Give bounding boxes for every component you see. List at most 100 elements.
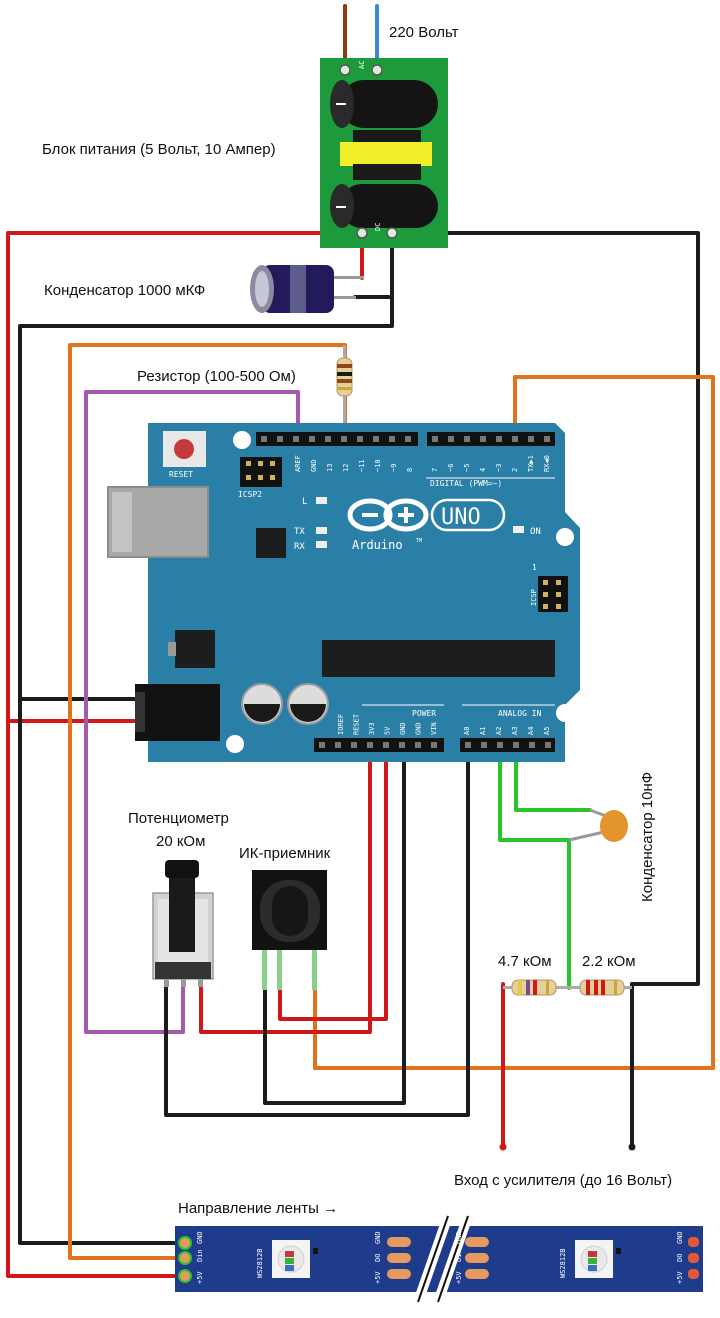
label-r1: 4.7 кОм <box>498 953 552 970</box>
pin-label: RX◀0 <box>543 455 551 472</box>
pin-label: A3 <box>511 727 519 735</box>
strip-pin-label: +5V <box>455 1271 463 1284</box>
pin-label: 2 <box>511 468 519 472</box>
header-pin <box>480 436 486 442</box>
header-pin <box>513 742 519 748</box>
svg-text:ANALOG IN: ANALOG IN <box>498 709 542 718</box>
wire-gnd-ir <box>263 743 406 1105</box>
strip-pin-label: GND <box>196 1231 204 1244</box>
wire-5v-ir <box>278 743 388 1021</box>
svg-text:L: L <box>302 497 307 507</box>
svg-text:Arduino: Arduino <box>352 538 403 552</box>
pin-label: 3V3 <box>368 722 376 735</box>
pin-label: 12 <box>342 464 350 472</box>
strip-pin-label: DO <box>374 1254 382 1262</box>
header-pin <box>293 436 299 442</box>
pin-label: ~6 <box>447 464 455 472</box>
header-pin <box>335 742 341 748</box>
capacitor-10nf <box>568 808 628 842</box>
header-pin <box>415 742 421 748</box>
arduino-logo: UNO Arduino TM <box>347 498 506 552</box>
wire-5v-rail <box>6 231 364 1278</box>
pin-label: VIN <box>430 722 438 735</box>
header-pin <box>399 742 405 748</box>
pin-label: A4 <box>527 727 535 735</box>
header-pin <box>319 742 325 748</box>
header-pin <box>261 436 267 442</box>
pin-label: 13 <box>326 464 334 472</box>
pin-label: 8 <box>406 468 414 472</box>
pin-label: A1 <box>479 727 487 735</box>
svg-text:DIGITAL (PWM=~): DIGITAL (PWM=~) <box>430 479 502 488</box>
pin-label: ~9 <box>390 464 398 472</box>
header-pin <box>325 436 331 442</box>
label-pot-line1: Потенциометр <box>128 810 229 827</box>
strip-pin-label: GND <box>455 1231 463 1244</box>
header-pin <box>357 436 363 442</box>
wire-gnd-pot-a0 <box>164 743 470 1117</box>
header-pin <box>351 742 357 748</box>
label-psu: Блок питания (5 Вольт, 10 Ампер) <box>42 141 276 158</box>
wire-gnd-psu-right <box>390 231 700 986</box>
wire-aref-pot <box>84 390 300 1034</box>
label-resistor: Резистор (100-500 Ом) <box>137 368 296 385</box>
strip-chip-label: WS2812B <box>256 1248 264 1278</box>
label-amp-input: Вход с усилителя (до 16 Вольт) <box>454 1172 672 1189</box>
pin-label: ~10 <box>374 459 382 472</box>
pin-label: GND <box>415 722 423 735</box>
header-pin <box>383 742 389 748</box>
pin-label: A0 <box>463 727 471 735</box>
strip-chip-label: WS2812B <box>559 1248 567 1278</box>
wire-ir-signal <box>313 375 715 1070</box>
header-pin <box>389 436 395 442</box>
pin-label: ~3 <box>495 464 503 472</box>
header-pin <box>431 742 437 748</box>
strip-pin-label: GND <box>374 1231 382 1244</box>
header-pin <box>496 436 502 442</box>
header-pin <box>481 742 487 748</box>
strip-pin-label: +5V <box>374 1271 382 1284</box>
strip-pin-label: Din <box>196 1249 204 1262</box>
svg-text:POWER: POWER <box>412 709 436 718</box>
label-mains: 220 Вольт <box>389 24 459 41</box>
header-pin <box>464 436 470 442</box>
header-pin <box>465 742 471 748</box>
label-strip-direction: Направление ленты → <box>178 1200 338 1217</box>
label-capacitor-big: Конденсатор 1000 мКФ <box>44 282 205 299</box>
header-pin <box>432 436 438 442</box>
header-pin <box>405 436 411 442</box>
pin-label: A5 <box>543 727 551 735</box>
pin-label: TX▶1 <box>527 455 535 472</box>
header-pin <box>544 436 550 442</box>
svg-text:DC: DC <box>374 223 382 231</box>
wire-3v3-pot <box>199 743 372 1034</box>
header-pin <box>367 742 373 748</box>
header-pin <box>529 742 535 748</box>
header-pin <box>545 742 551 748</box>
strip-pin-label: GND <box>676 1231 684 1244</box>
strip-pin-label: +5V <box>676 1271 684 1284</box>
svg-text:TX: TX <box>294 527 305 537</box>
svg-text:RESET: RESET <box>169 470 193 479</box>
pin-label: 5V <box>384 726 392 735</box>
label-ir: ИК-приемник <box>239 845 331 862</box>
pin-label: 4 <box>479 468 487 472</box>
svg-text:UNO: UNO <box>441 505 481 530</box>
pin-label: A2 <box>495 727 503 735</box>
header-pin <box>528 436 534 442</box>
svg-text:ON: ON <box>530 527 541 537</box>
header-pin <box>497 742 503 748</box>
header-pin <box>341 436 347 442</box>
strip-pin-label: DO <box>676 1254 684 1262</box>
pin-label: IOREF <box>337 714 345 735</box>
pin-label: GND <box>310 459 318 472</box>
label-r2: 2.2 кОм <box>582 953 636 970</box>
ir-receiver <box>252 870 327 990</box>
pin-label: RESET <box>353 713 361 735</box>
svg-text:AC: AC <box>358 61 366 69</box>
wire-a3-cap <box>514 743 592 812</box>
pin-label: ~11 <box>358 459 366 472</box>
strip-pin-label: +5V <box>196 1271 204 1284</box>
arduino-uno: RESET ICSP2 L TX RX ON <box>107 423 580 762</box>
